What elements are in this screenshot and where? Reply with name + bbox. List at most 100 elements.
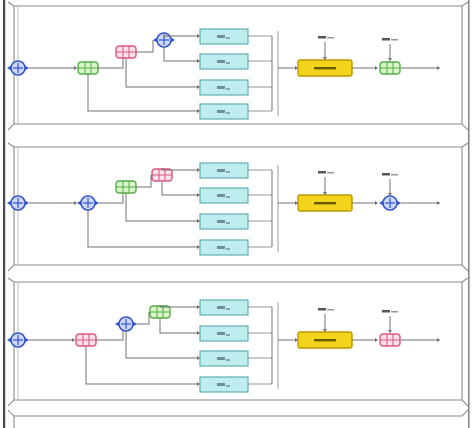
transfer-block-4 xyxy=(199,239,249,256)
signal-wire xyxy=(163,47,200,62)
input-label-subscript xyxy=(391,174,398,176)
block-label-glyph xyxy=(217,194,225,197)
first-junction-node xyxy=(77,195,99,211)
arrowhead xyxy=(437,66,440,70)
arrowhead xyxy=(197,34,200,38)
arrowhead xyxy=(375,201,378,205)
transfer-block-1 xyxy=(199,299,249,316)
input-sum-node xyxy=(7,332,29,348)
block-label-subscript xyxy=(226,62,230,64)
arrowhead xyxy=(197,305,200,309)
first-junction-node xyxy=(75,333,97,347)
arrowhead xyxy=(323,192,327,195)
gain-bar xyxy=(314,339,336,342)
arrowhead xyxy=(323,57,327,60)
input-label-glyph xyxy=(382,173,390,176)
arrowhead xyxy=(375,338,378,342)
subsystem-panel-2 xyxy=(7,142,469,272)
signal-wire xyxy=(159,305,200,308)
arrowhead xyxy=(295,66,298,70)
signal-wire xyxy=(136,175,152,188)
input-label-glyph xyxy=(382,38,390,41)
signal-wire xyxy=(87,209,200,248)
transfer-block-2 xyxy=(199,53,249,70)
arrowhead xyxy=(197,245,200,249)
block-label-glyph xyxy=(217,246,225,249)
block-label-subscript xyxy=(226,171,230,173)
arrowhead xyxy=(197,382,200,386)
output-junction-node xyxy=(379,61,401,75)
gain-reference-label xyxy=(318,171,334,174)
input-label-subscript xyxy=(391,39,398,41)
signal-wire xyxy=(159,319,200,334)
arrowhead xyxy=(197,331,200,335)
gain-block xyxy=(297,331,353,349)
signal-wire xyxy=(125,193,200,222)
signal-wire xyxy=(136,40,154,53)
subsystem-panel-3 xyxy=(7,277,469,407)
output-reference-label xyxy=(382,310,398,313)
signal-wire xyxy=(98,58,124,69)
block-label-glyph xyxy=(217,169,225,172)
signal-wire xyxy=(161,182,200,196)
arrowhead xyxy=(197,193,200,197)
arrowhead xyxy=(388,58,392,61)
gain-bar xyxy=(314,67,336,70)
arrowhead xyxy=(197,219,200,223)
input-label-glyph xyxy=(318,36,326,39)
input-sum-node xyxy=(7,60,29,76)
arrowhead xyxy=(323,329,327,332)
subsystem-panel-1 xyxy=(7,1,469,131)
subsystem-panel-4-frame xyxy=(7,409,469,428)
transfer-block-4 xyxy=(199,376,249,393)
block-label-subscript xyxy=(226,248,230,250)
second-junction-node xyxy=(115,45,137,59)
gain-bar xyxy=(314,202,336,205)
second-junction-node xyxy=(115,316,137,332)
first-junction-node xyxy=(77,61,99,75)
block-label-glyph xyxy=(217,357,225,360)
transfer-block-3 xyxy=(199,79,249,96)
arrowhead xyxy=(74,201,77,205)
arrowhead xyxy=(197,59,200,63)
signal-wire xyxy=(87,74,200,112)
input-label-glyph xyxy=(318,171,326,174)
arrowhead xyxy=(295,201,298,205)
block-label-glyph xyxy=(217,220,225,223)
arrowhead xyxy=(437,201,440,205)
third-junction-node xyxy=(149,305,171,319)
gain-reference-label xyxy=(318,36,334,39)
block-label-subscript xyxy=(226,112,230,114)
block-label-glyph xyxy=(217,35,225,38)
block-label-subscript xyxy=(226,334,230,336)
transfer-block-1 xyxy=(199,162,249,179)
second-junction-node xyxy=(115,180,137,194)
block-label-subscript xyxy=(226,88,230,90)
left-rail xyxy=(3,0,6,428)
arrowhead xyxy=(197,356,200,360)
third-junction-node xyxy=(151,168,173,182)
block-label-subscript xyxy=(226,385,230,387)
arrowhead xyxy=(74,66,77,70)
transfer-block-2 xyxy=(199,325,249,342)
block-label-glyph xyxy=(217,86,225,89)
signal-wire xyxy=(98,193,124,204)
transfer-block-4 xyxy=(199,103,249,120)
signal-wire xyxy=(85,346,200,385)
input-label-glyph xyxy=(382,310,390,313)
gain-block xyxy=(297,194,353,212)
block-label-glyph xyxy=(217,332,225,335)
arrowhead xyxy=(388,193,392,196)
arrowhead xyxy=(295,338,298,342)
block-label-subscript xyxy=(226,308,230,310)
input-label-subscript xyxy=(327,309,334,311)
transfer-block-2 xyxy=(199,187,249,204)
arrowhead xyxy=(437,338,440,342)
signal-wire xyxy=(125,58,200,88)
output-junction-node xyxy=(379,333,401,347)
arrowhead xyxy=(197,109,200,113)
right-rail xyxy=(468,0,470,428)
arrowhead xyxy=(72,338,75,342)
output-junction-node xyxy=(379,195,401,211)
